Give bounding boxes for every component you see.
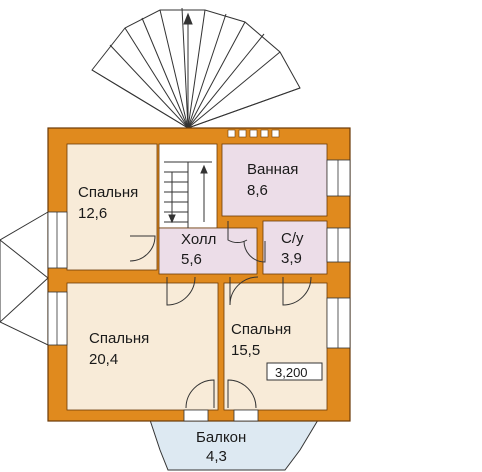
bathroom-name: Ванная xyxy=(247,161,298,178)
bay-window-icon xyxy=(0,211,49,346)
hall-floor xyxy=(158,227,258,275)
bedroom-3-floor xyxy=(223,282,328,411)
balcony-name: Балкон xyxy=(196,429,246,446)
bathroom-area: 8,6 xyxy=(247,182,268,199)
wall-windows xyxy=(47,159,351,422)
bedroom-2-name: Спальня xyxy=(89,330,149,347)
skylight-fan-icon xyxy=(91,7,301,129)
dimension-tag xyxy=(266,362,323,381)
balcony: Балкон 4,3 xyxy=(149,419,319,471)
staircase-icon xyxy=(164,161,212,228)
dimension-label: 3,200 xyxy=(275,365,308,380)
hall-name: Холл xyxy=(181,231,216,248)
bedroom-1-name: Спальня xyxy=(78,184,138,201)
bathroom-floor xyxy=(221,143,328,217)
bedroom-2-floor xyxy=(66,282,219,411)
wc-floor xyxy=(262,220,328,275)
bedroom-3-area: 15,5 xyxy=(231,342,260,359)
bedroom-3-name: Спальня xyxy=(231,321,291,338)
wc-area: 3,9 xyxy=(281,250,302,267)
bedroom-1-area: 12,6 xyxy=(78,205,107,222)
balcony-area: 4,3 xyxy=(206,448,227,465)
hall-area: 5,6 xyxy=(181,251,202,268)
wc-name: С/у xyxy=(281,230,304,247)
door-swing-icon xyxy=(129,221,312,409)
top-windows xyxy=(227,129,280,138)
bedroom-2-area: 20,4 xyxy=(89,351,118,368)
bedroom-1-floor xyxy=(66,143,158,271)
